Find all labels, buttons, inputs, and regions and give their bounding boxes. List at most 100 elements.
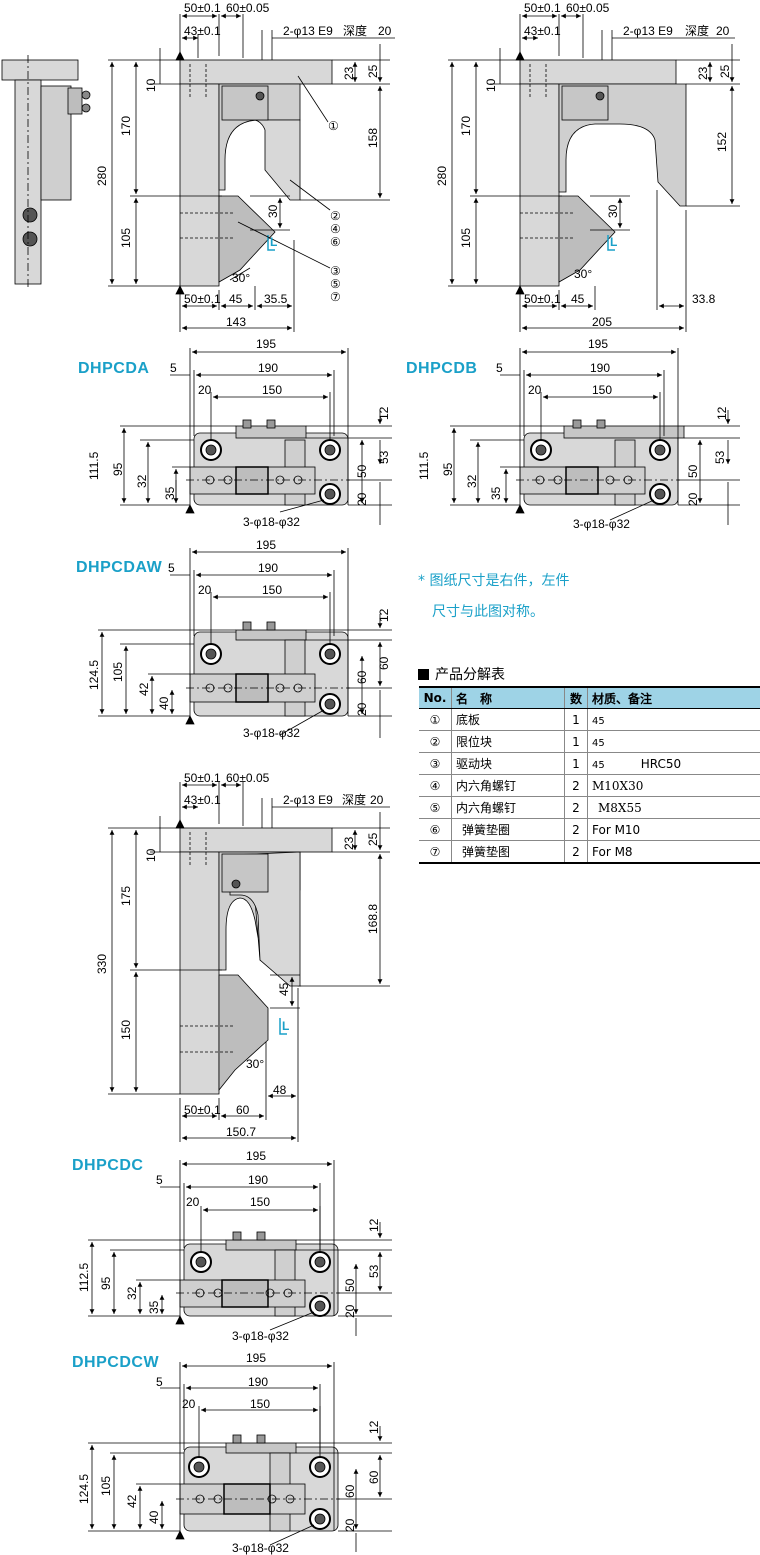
callout: ② <box>330 209 341 223</box>
dhpcdaw-top-view <box>98 548 392 738</box>
dim-label: 205 <box>592 315 612 329</box>
dim-label: 30 <box>606 204 620 218</box>
dim-label: 60 <box>355 670 369 684</box>
dim-label: 105 <box>111 662 125 682</box>
dim-label: L <box>282 1019 289 1033</box>
col-material: 材质、备注 <box>587 686 760 709</box>
cell-material: For M10 <box>587 818 760 841</box>
dim-label: 50±0.1 <box>524 1 561 15</box>
dim-label: 195 <box>256 538 276 552</box>
dim-label: 60 <box>343 1484 357 1498</box>
dim-label: 124.5 <box>87 660 101 690</box>
dim-label: 5 <box>496 361 503 375</box>
cell-no: ③ <box>419 752 452 775</box>
cell-qty: 1 <box>564 708 588 731</box>
dim-label: 33.8 <box>692 292 716 306</box>
dhpcdb-front-view <box>448 13 740 332</box>
model-label-dhpcdb: DHPCDB <box>406 360 478 377</box>
cell-name: 底板 <box>451 708 565 731</box>
dim-label: 150 <box>250 1397 270 1411</box>
dhpcdc-top-view <box>88 1160 392 1336</box>
dim-label: 深度 <box>685 23 709 38</box>
dim-label: 280 <box>95 166 109 186</box>
cell-name: 驱动块 <box>451 752 565 775</box>
dim-label: 3-φ18-φ32 <box>232 1541 289 1555</box>
dim-label: 60±0.05 <box>226 1 270 15</box>
dim-label: 23 <box>696 66 710 80</box>
material: 45 <box>592 737 605 749</box>
cell-name: 内六角螺钉 <box>451 774 565 797</box>
dim-label: 35 <box>163 486 177 500</box>
dim-label: 195 <box>246 1351 266 1365</box>
dim-label: 12 <box>367 1420 381 1434</box>
dim-label: L <box>610 235 617 249</box>
dim-label: 5 <box>170 361 177 375</box>
dim-label: 190 <box>258 561 278 575</box>
dim-label: L <box>270 235 277 249</box>
dim-label: 53 <box>367 1264 381 1278</box>
dim-label: 50 <box>355 464 369 478</box>
dim-label: 10 <box>144 848 158 862</box>
cell-material: M10X30 <box>587 774 760 797</box>
col-name: 名 称 <box>451 686 565 709</box>
material: For M10 <box>592 822 641 837</box>
dim-label: 25 <box>366 64 380 78</box>
dhpcdc-front-view <box>108 782 390 1142</box>
drawing-note: * 图纸尺寸是右件，左件 尺寸与此图对称。 <box>418 566 569 628</box>
cell-name: 限位块 <box>451 730 565 753</box>
dim-label: 43±0.1 <box>184 793 221 807</box>
dim-label: 25 <box>366 832 380 846</box>
dim-label: 280 <box>435 166 449 186</box>
dim-label: 30° <box>232 271 250 285</box>
dim-label: 50 <box>686 464 700 478</box>
dim-label: 60±0.05 <box>226 771 270 785</box>
dim-label: 35 <box>489 486 503 500</box>
cell-no: ⑥ <box>419 818 452 841</box>
side-view <box>1 55 91 290</box>
cell-no: ④ <box>419 774 452 797</box>
dim-label: 168.8 <box>366 904 380 934</box>
dim-label: 195 <box>246 1149 266 1163</box>
cell-material: 45 <box>587 708 760 731</box>
dim-label: 60 <box>377 656 391 670</box>
dim-label: 30 <box>266 204 280 218</box>
callout: ① <box>328 119 339 133</box>
dim-label: 32 <box>125 1286 139 1300</box>
dim-label: 50±0.1 <box>184 1 221 15</box>
dim-label: 3-φ18-φ32 <box>243 726 300 740</box>
dim-label: 60±0.05 <box>566 1 610 15</box>
dim-label: 60 <box>236 1103 250 1117</box>
material: M8X55 <box>598 800 642 815</box>
dim-label: 12 <box>715 406 729 420</box>
cell-qty: 1 <box>564 752 588 775</box>
dim-label: 5 <box>156 1375 163 1389</box>
dim-label: 158 <box>366 128 380 148</box>
material-note: HRC50 <box>640 756 682 771</box>
dim-label: 112.5 <box>77 1263 91 1292</box>
dim-label: 50±0.1 <box>184 1103 221 1117</box>
dim-label: 40 <box>147 1510 161 1524</box>
dim-label: 20 <box>343 1304 357 1318</box>
dim-label: 40 <box>157 696 171 710</box>
model-label-dhpcdcw: DHPCDCW <box>72 1354 160 1371</box>
dim-label: 53 <box>713 450 727 464</box>
dim-label: 150 <box>262 583 282 597</box>
dim-label: 43±0.1 <box>524 24 561 38</box>
model-label-dhpcda: DHPCDA <box>78 360 150 377</box>
material: 45 <box>592 715 605 727</box>
dim-label: 10 <box>484 78 498 92</box>
cell-no: ⑤ <box>419 796 452 819</box>
dim-label: 20 <box>182 1397 196 1411</box>
dim-label: 190 <box>248 1173 268 1187</box>
dim-label: 95 <box>99 1276 113 1290</box>
callout: ⑥ <box>330 235 341 249</box>
dim-label: 35 <box>147 1300 161 1314</box>
dim-label: 20 <box>343 1518 357 1532</box>
cell-qty: 2 <box>564 818 588 841</box>
dim-label: 20 <box>198 383 212 397</box>
dim-label: 23 <box>342 836 356 850</box>
dim-label: 23 <box>342 66 356 80</box>
